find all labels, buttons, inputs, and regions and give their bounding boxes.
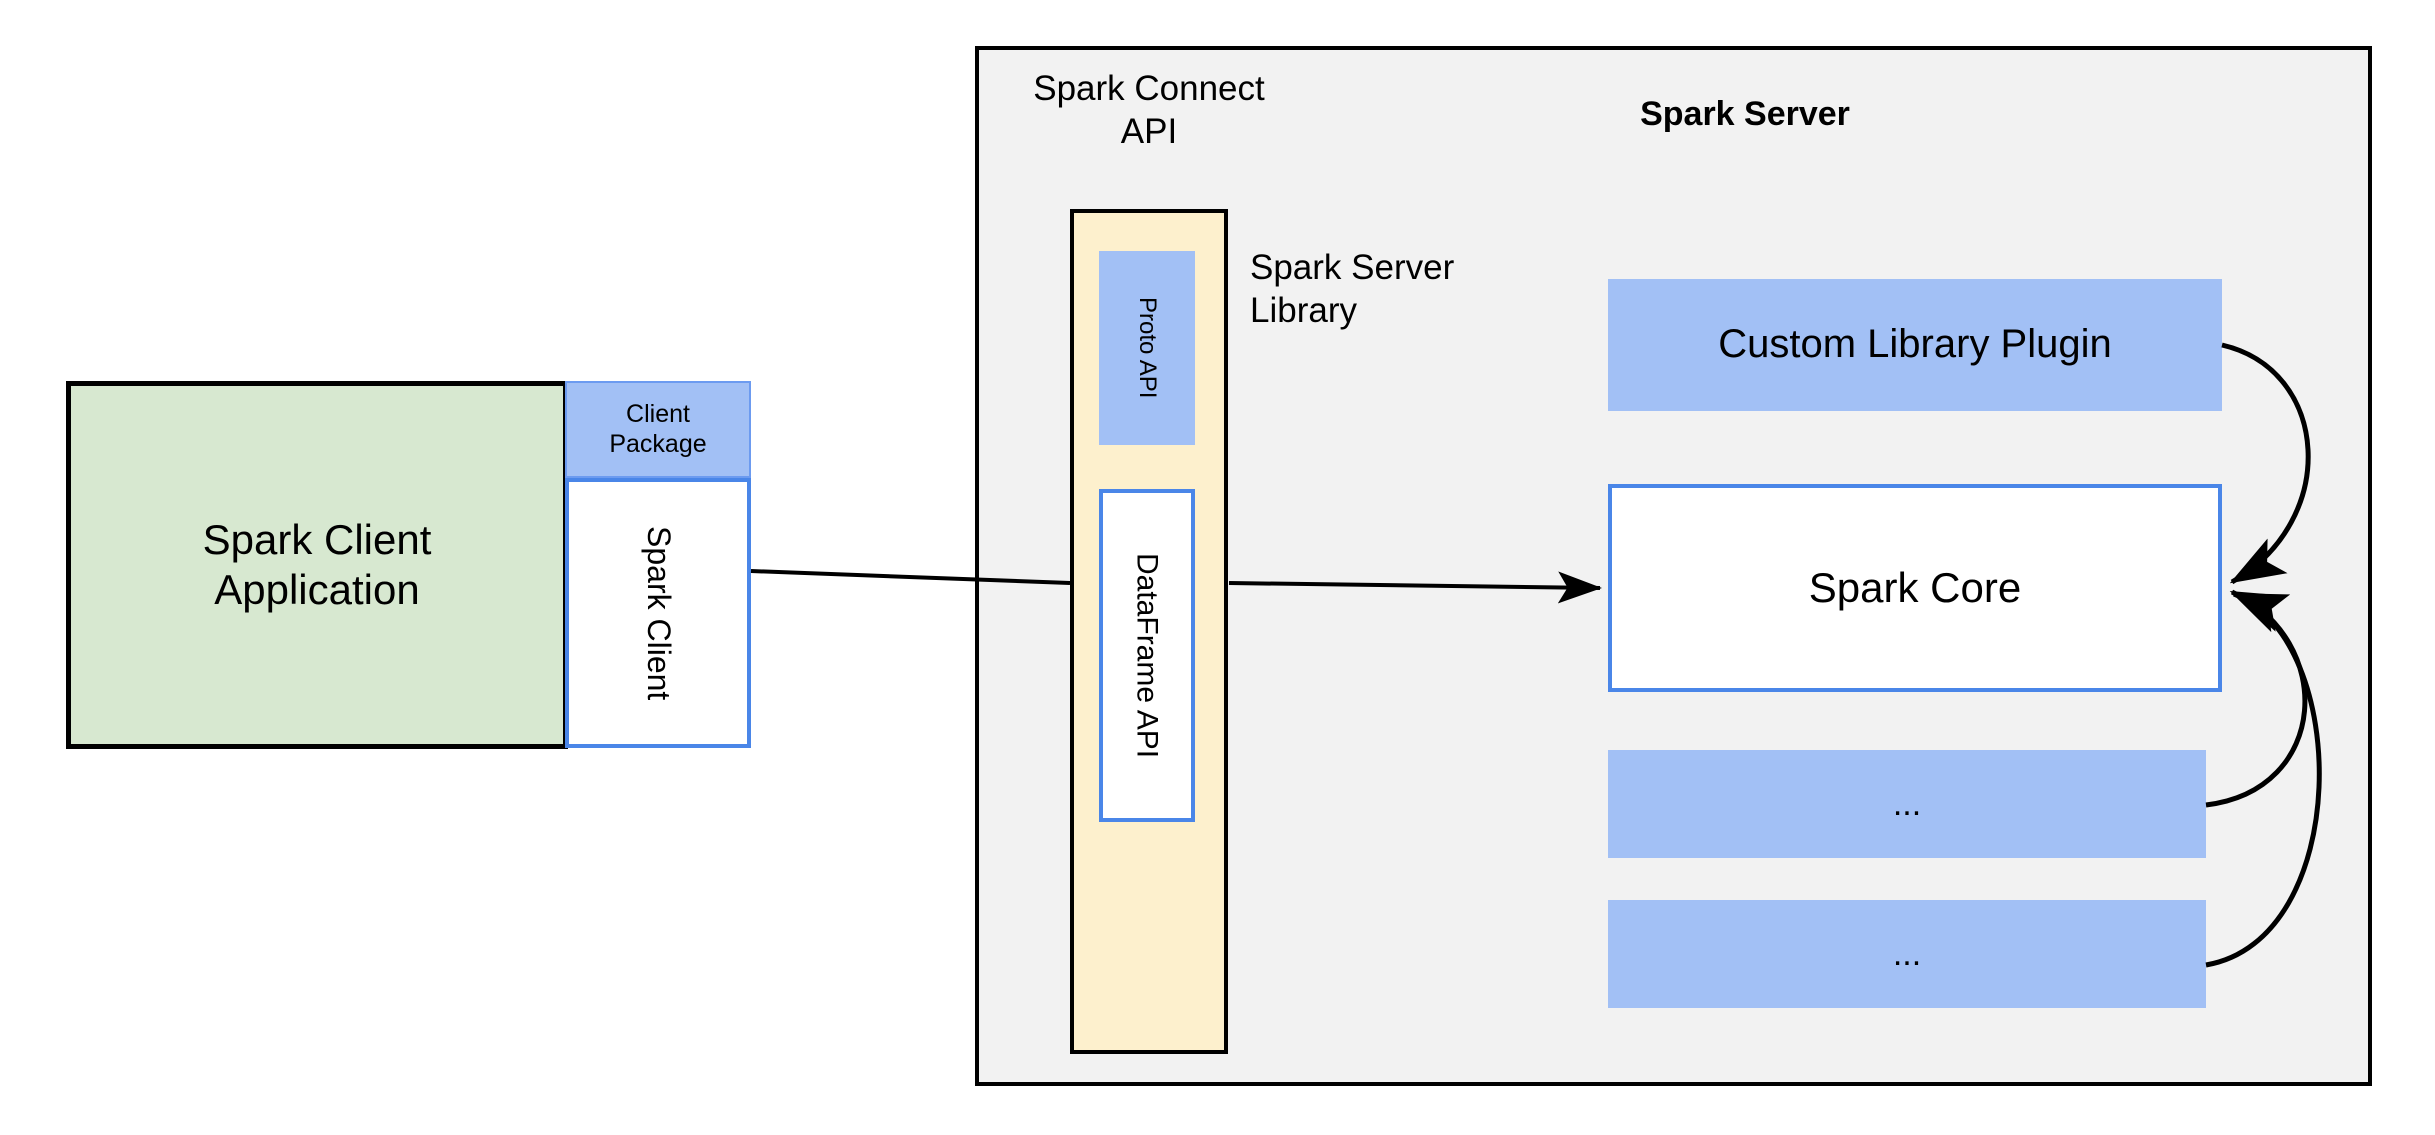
spark-client-box[interactable]: Spark Client: [565, 478, 751, 748]
proto-api-box[interactable]: Proto API: [1099, 251, 1195, 445]
client-package-label: Client Package: [609, 400, 707, 458]
spark-core-box[interactable]: Spark Core: [1608, 484, 2222, 692]
ellipsis-box-2-label: ...: [1892, 934, 1922, 973]
spark-server-library-label: Spark Server Library: [1250, 248, 1455, 330]
spark-server-title: Spark Server: [1640, 95, 1850, 133]
spark-client-application-box[interactable]: Spark Client Application: [66, 381, 568, 749]
spark-client-application-label: Spark Client Application: [202, 516, 432, 613]
spark-connect-api-label: Spark Connect API: [1033, 69, 1265, 151]
spark-client-label: Spark Client: [640, 525, 677, 701]
proto-api-label: Proto API: [1134, 297, 1162, 399]
ellipsis-box-1-label: ...: [1892, 784, 1922, 823]
ellipsis-box-1[interactable]: ...: [1608, 750, 2206, 858]
dataframe-api-label: DataFrame API: [1130, 552, 1164, 759]
custom-library-plugin-label: Custom Library Plugin: [1718, 322, 2112, 367]
custom-library-plugin-box[interactable]: Custom Library Plugin: [1608, 279, 2222, 411]
ellipsis-box-2[interactable]: ...: [1608, 900, 2206, 1008]
dataframe-api-box[interactable]: DataFrame API: [1099, 489, 1195, 822]
client-package-box[interactable]: Client Package: [565, 381, 751, 478]
spark-core-label: Spark Core: [1808, 564, 2022, 612]
